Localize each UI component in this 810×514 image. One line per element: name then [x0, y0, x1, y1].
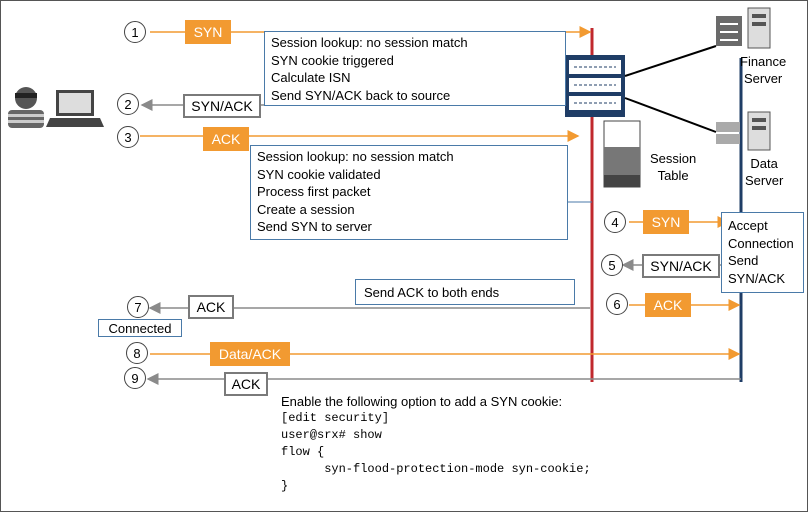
step-number: 2: [117, 93, 139, 115]
ack-tag: ACK: [203, 127, 249, 151]
connected-label: Connected: [98, 319, 182, 337]
step-number: 7: [127, 296, 149, 318]
step-number: 3: [117, 126, 139, 148]
session-table-label: Session Table: [650, 151, 697, 183]
step-number: 6: [606, 293, 628, 315]
switch-icon: [716, 122, 740, 144]
step-number: 5: [601, 254, 623, 276]
syn-tag: SYN: [643, 210, 689, 234]
step-number: 9: [124, 367, 146, 389]
syn-cookie-note: Session lookup: no session match SYN coo…: [264, 31, 566, 106]
data-ack-tag: Data/ACK: [210, 342, 290, 366]
firewall-icon: [565, 55, 625, 117]
data-server-label: Data Server: [745, 156, 784, 188]
send-ack-note: Send ACK to both ends: [355, 279, 575, 305]
ack-tag: ACK: [188, 295, 234, 319]
synack-tag: SYN/ACK: [642, 254, 720, 278]
server-accept-note: Accept Connection Send SYN/ACK: [721, 212, 804, 293]
ack-tag: ACK: [645, 293, 691, 317]
ack-tag: ACK: [224, 372, 268, 396]
synack-tag: SYN/ACK: [183, 94, 261, 118]
syn-tag: SYN: [185, 20, 231, 44]
server-icon: [747, 111, 771, 151]
session-table-icon: [603, 120, 641, 188]
finance-server-label: Finance Server: [740, 54, 787, 86]
step-number: 1: [124, 21, 146, 43]
laptop-icon: [46, 90, 104, 127]
step-number: 8: [126, 342, 148, 364]
switch-icon: [716, 16, 742, 46]
ack-validation-note: Session lookup: no session match SYN coo…: [250, 145, 568, 240]
config-snippet: Enable the following option to add a SYN…: [281, 394, 591, 493]
attacker-icon: [8, 87, 44, 128]
step-number: 4: [604, 211, 626, 233]
server-icon: [747, 7, 771, 49]
